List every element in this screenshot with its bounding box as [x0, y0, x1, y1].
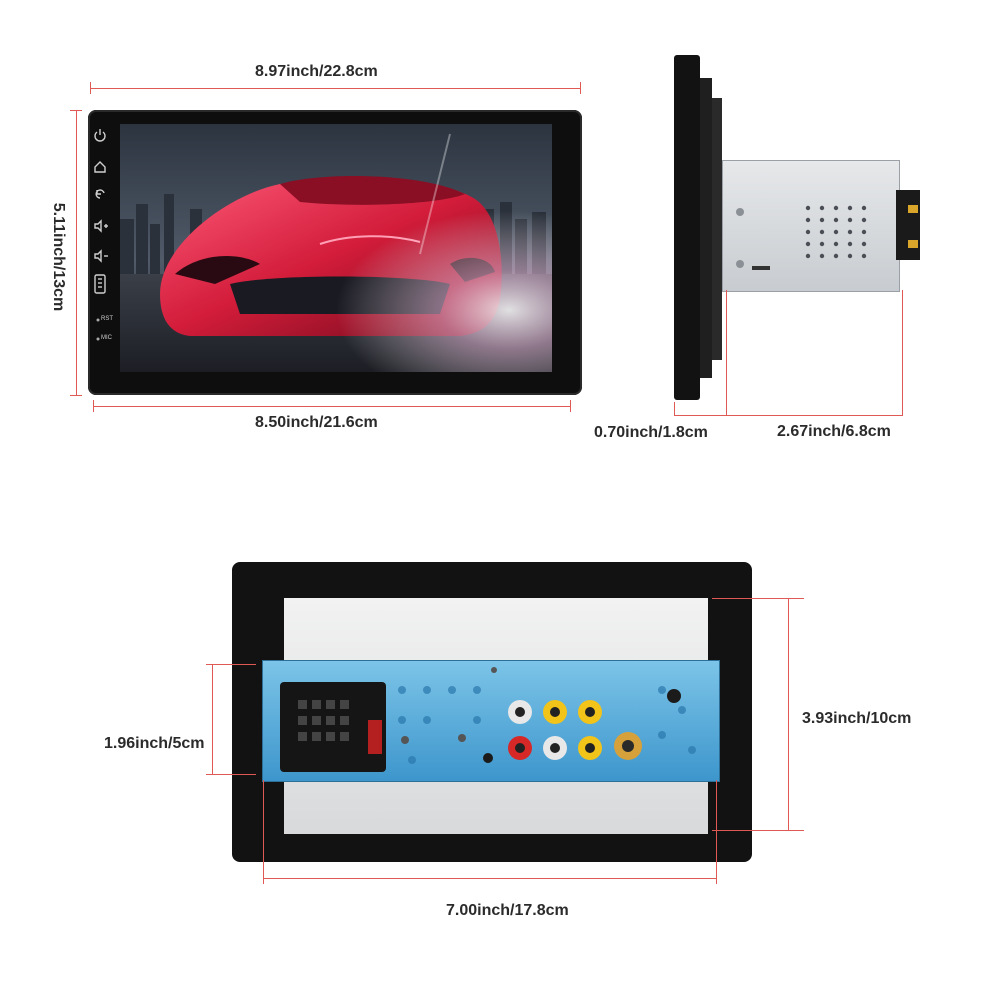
screw-icon	[401, 736, 409, 744]
dim-label-back-width: 7.00inch/17.8cm	[446, 902, 569, 919]
usb-port-icon[interactable]	[94, 274, 106, 294]
back-icon[interactable]	[95, 189, 105, 199]
rst-hole-icon[interactable]	[96, 318, 100, 322]
dim-line-harness-height	[212, 664, 213, 774]
rca-jack-yellow[interactable]	[578, 736, 602, 760]
volume-up-icon[interactable]	[94, 219, 108, 233]
fuse	[368, 720, 382, 754]
screen-wallpaper-car	[120, 124, 552, 372]
dim-line-back-top	[712, 598, 804, 599]
volume-down-icon[interactable]	[94, 249, 108, 263]
dim-line-back-width	[263, 878, 716, 879]
side-faceplate	[674, 55, 700, 400]
dim-line-face-left	[674, 402, 675, 416]
back-view: 3.93inch/10cm 1.96inch/5cm 7.00inch/17.8…	[0, 540, 1000, 1000]
dim-line-face-depth	[674, 415, 726, 416]
chassis-details	[736, 205, 867, 270]
dim-line-chassis-right	[902, 290, 903, 416]
side-connector	[896, 190, 920, 260]
dim-label-screen-width: 8.50inch/21.6cm	[255, 414, 378, 431]
dim-tick	[70, 110, 82, 111]
rca-jack-red[interactable]	[508, 736, 532, 760]
power-icon[interactable]	[94, 129, 106, 142]
dim-label-height: 5.11inch/13cm	[50, 202, 67, 312]
dim-line-back-left	[263, 780, 264, 884]
side-button-column	[94, 129, 108, 341]
rca-jack-yellow[interactable]	[543, 700, 567, 724]
dim-line-harness-bottom	[206, 774, 256, 775]
side-chassis	[722, 160, 900, 292]
dim-label-back-height: 3.93inch/10cm	[802, 710, 912, 727]
dim-line-face-right	[726, 290, 727, 416]
dim-line-screen-width	[93, 406, 571, 407]
front-view: 8.97inch/22.8cm 5.11inch/13cm 8.50inch/2…	[0, 0, 600, 450]
rca-jack-white[interactable]	[508, 700, 532, 724]
dim-line-chassis-depth	[726, 415, 902, 416]
side-view: 0.70inch/1.8cm 2.67inch/6.8cm	[594, 0, 1000, 460]
mic-hole-icon	[96, 337, 100, 341]
dim-label-chassis-depth: 2.67inch/6.8cm	[777, 423, 891, 440]
dim-line-back-right	[716, 780, 717, 884]
dim-label-top-width: 8.97inch/22.8cm	[255, 63, 378, 80]
dim-tick	[70, 395, 82, 396]
home-icon[interactable]	[94, 161, 106, 173]
dim-line-back-height	[788, 598, 789, 830]
rst-label: RST	[101, 316, 113, 322]
rca-jack-panel	[508, 700, 642, 760]
pcb-hole-icon	[667, 689, 681, 703]
dim-tick	[580, 82, 581, 94]
rca-jack-white[interactable]	[543, 736, 567, 760]
dim-label-harness-height: 1.96inch/5cm	[104, 735, 205, 752]
dim-tick	[93, 400, 94, 412]
dim-line-back-bottom	[712, 830, 804, 831]
antenna-jack[interactable]	[614, 732, 642, 760]
side-bracket	[700, 78, 712, 378]
side-connector-pin	[908, 240, 918, 248]
mic-label: MIC	[101, 335, 112, 341]
dim-tick	[90, 82, 91, 94]
dim-line-height	[76, 110, 77, 396]
side-connector-pin	[908, 205, 918, 213]
dim-line-top-width	[90, 88, 581, 89]
dim-line-harness-top	[206, 664, 256, 665]
dim-label-face-depth: 0.70inch/1.8cm	[594, 424, 708, 441]
harness-pins	[298, 700, 349, 741]
side-bracket-inner	[712, 98, 722, 360]
dim-tick	[570, 400, 571, 412]
rca-jack-yellow[interactable]	[578, 700, 602, 724]
